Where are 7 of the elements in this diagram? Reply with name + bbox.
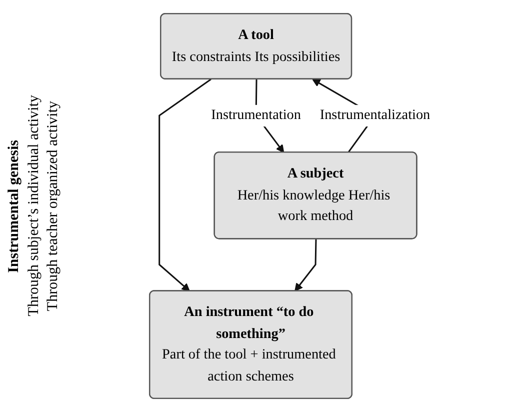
arrow [158, 78, 212, 292]
vertical-note: Through teacher organized activity [45, 100, 62, 312]
edge-label: Instrumentation [211, 108, 301, 123]
vertical-heading: Instrumental genesis [6, 140, 22, 272]
arrow [294, 239, 317, 292]
vertical-note: Through subject’s individual activity [26, 95, 42, 317]
edge-label: Instrumentalization [320, 108, 430, 123]
